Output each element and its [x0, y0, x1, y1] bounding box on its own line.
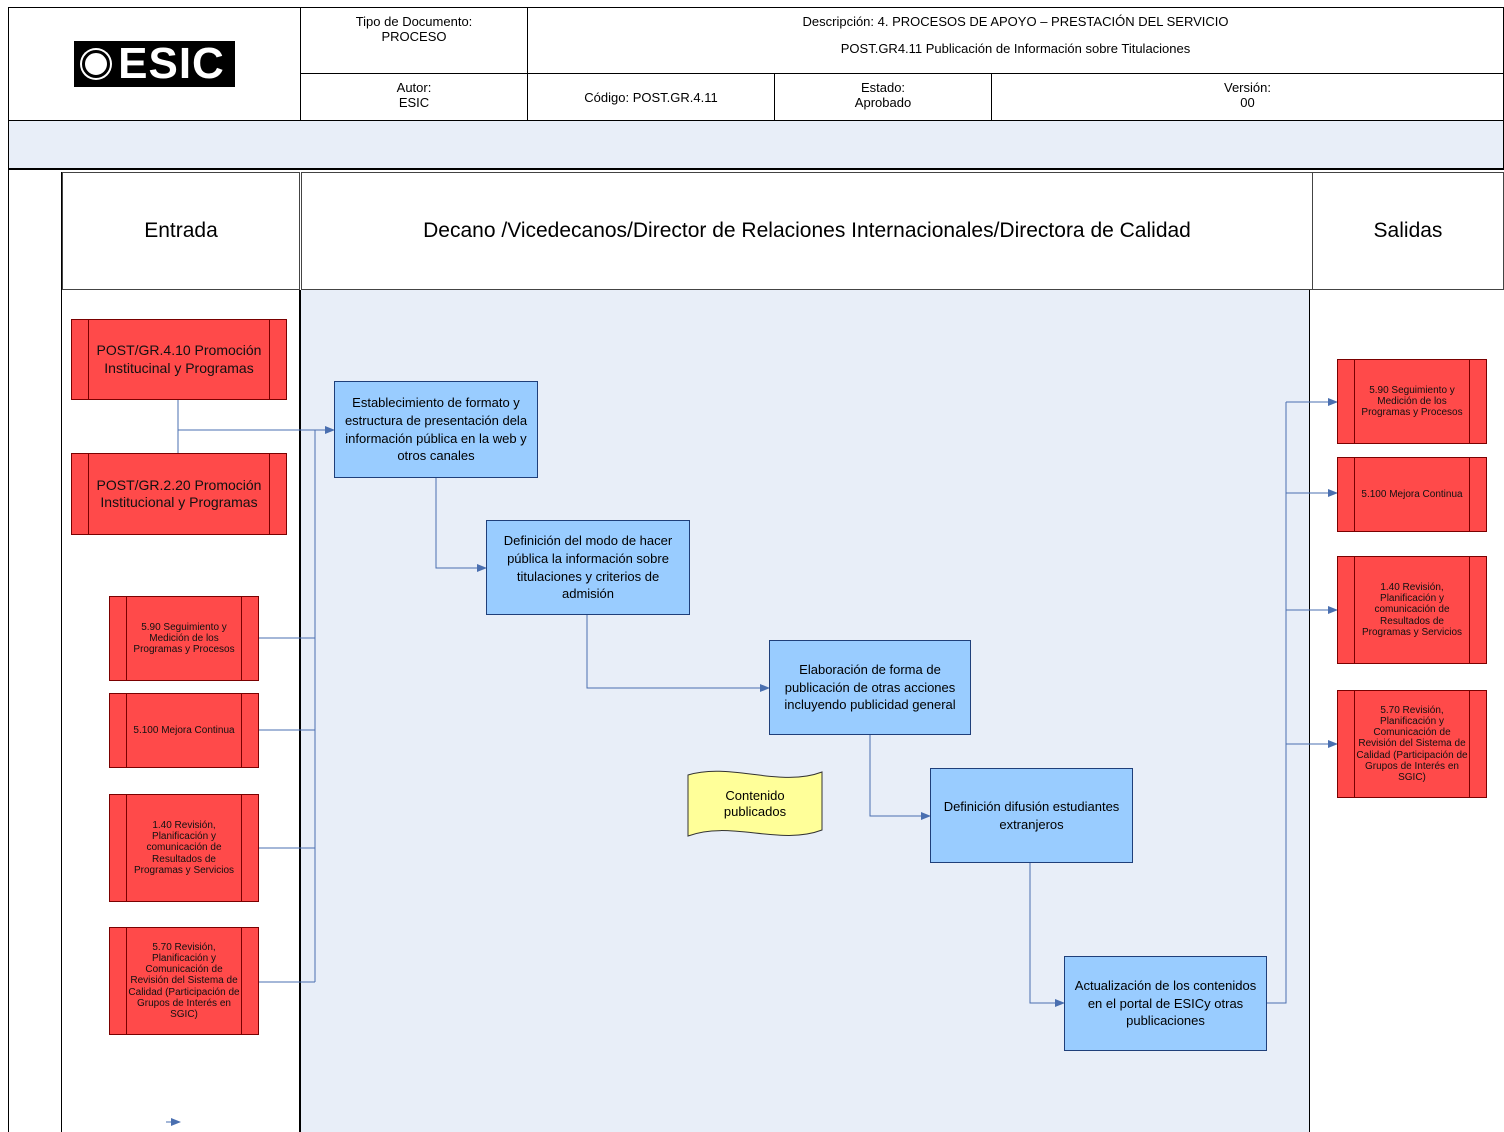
autor-label: Autor: — [396, 80, 432, 95]
codigo-text: Código: POST.GR.4.11 — [584, 89, 718, 105]
lane-header-centro: Decano /Vicedecanos/Director de Relacion… — [301, 172, 1313, 290]
lane-header-entrada: Entrada — [62, 172, 300, 290]
output-box-5-90: 5.90 Seguimiento y Medición de los Progr… — [1337, 359, 1487, 444]
seal-icon — [82, 50, 111, 78]
input-box-5-90: 5.90 Seguimiento y Medición de los Progr… — [109, 596, 259, 681]
output-box-5-100: 5.100 Mejora Continua — [1337, 457, 1487, 532]
input-box-1-40: 1.40 Revisión, Planificación y comunicac… — [109, 794, 259, 902]
lane-header-salidas: Salidas — [1312, 172, 1504, 290]
input-box-post-gr-2-20: POST/GR.2.20 Promoción Institucional y P… — [71, 453, 287, 535]
process-step-1: Establecimiento de formato y estructura … — [334, 381, 538, 478]
output-box-5-70: 5.70 Revisión, Planificación y Comunicac… — [1337, 690, 1487, 798]
diagram-frame — [8, 170, 1504, 1132]
connector-input-1 — [177, 400, 335, 434]
connector-output-bus — [1267, 402, 1287, 1004]
lane-title-centro: Decano /Vicedecanos/Director de Relacion… — [423, 219, 1191, 242]
input-box-post-gr-4-10: POST/GR.4.10 Promoción Institucinal y Pr… — [71, 319, 287, 400]
logo-text: ESIC — [118, 39, 225, 88]
connector-step-4-5 — [1029, 863, 1065, 1007]
connector-step-2-3 — [586, 615, 770, 692]
output-box-1-40: 1.40 Revisión, Planificación y comunicac… — [1337, 556, 1487, 664]
left-margin-column — [8, 172, 62, 1132]
descripcion-cell: Descripción: 4. PROCESOS DE APOYO – PRES… — [527, 7, 1504, 74]
process-step-4: Definición difusión estudiantes extranje… — [930, 768, 1133, 863]
connector-step-3-4 — [869, 735, 931, 820]
esic-logo: ESIC — [74, 41, 235, 87]
process-step-5: Actualización de los contenidos en el po… — [1064, 956, 1267, 1051]
version-value: 00 — [1240, 95, 1255, 110]
input-box-5-100: 5.100 Mejora Continua — [109, 693, 259, 768]
document-label: Contenido publicados — [723, 787, 787, 819]
process-step-3: Elaboración de forma de publicación de o… — [769, 640, 971, 735]
lane-title-salidas: Salidas — [1373, 219, 1443, 242]
blank-band — [8, 120, 1504, 170]
autor-cell: Autor: ESIC — [300, 73, 528, 121]
estado-value: Aprobado — [854, 95, 912, 110]
process-step-2: Definición del modo de hacer pública la … — [486, 520, 690, 615]
estado-label: Estado: — [860, 80, 906, 95]
version-cell: Versión: 00 — [991, 73, 1504, 121]
subtitulo-text: POST.GR4.11 Publicación de Información s… — [840, 41, 1191, 56]
tipo-documento-cell: Tipo de Documento: PROCESO — [300, 7, 528, 74]
lane-title-entrada: Entrada — [144, 219, 218, 242]
document-shape — [687, 770, 823, 837]
connector-step-1-2 — [435, 478, 487, 572]
tipo-value: PROCESO — [381, 29, 447, 44]
tipo-label: Tipo de Documento: — [355, 14, 473, 29]
codigo-cell: Código: POST.GR.4.11 — [527, 73, 775, 121]
version-label: Versión: — [1224, 80, 1271, 95]
autor-value: ESIC — [398, 95, 430, 110]
descripcion-text: Descripción: 4. PROCESOS DE APOYO – PRES… — [802, 14, 1229, 29]
input-box-5-70: 5.70 Revisión, Planificación y Comunicac… — [109, 927, 259, 1035]
estado-cell: Estado: Aprobado — [774, 73, 992, 121]
